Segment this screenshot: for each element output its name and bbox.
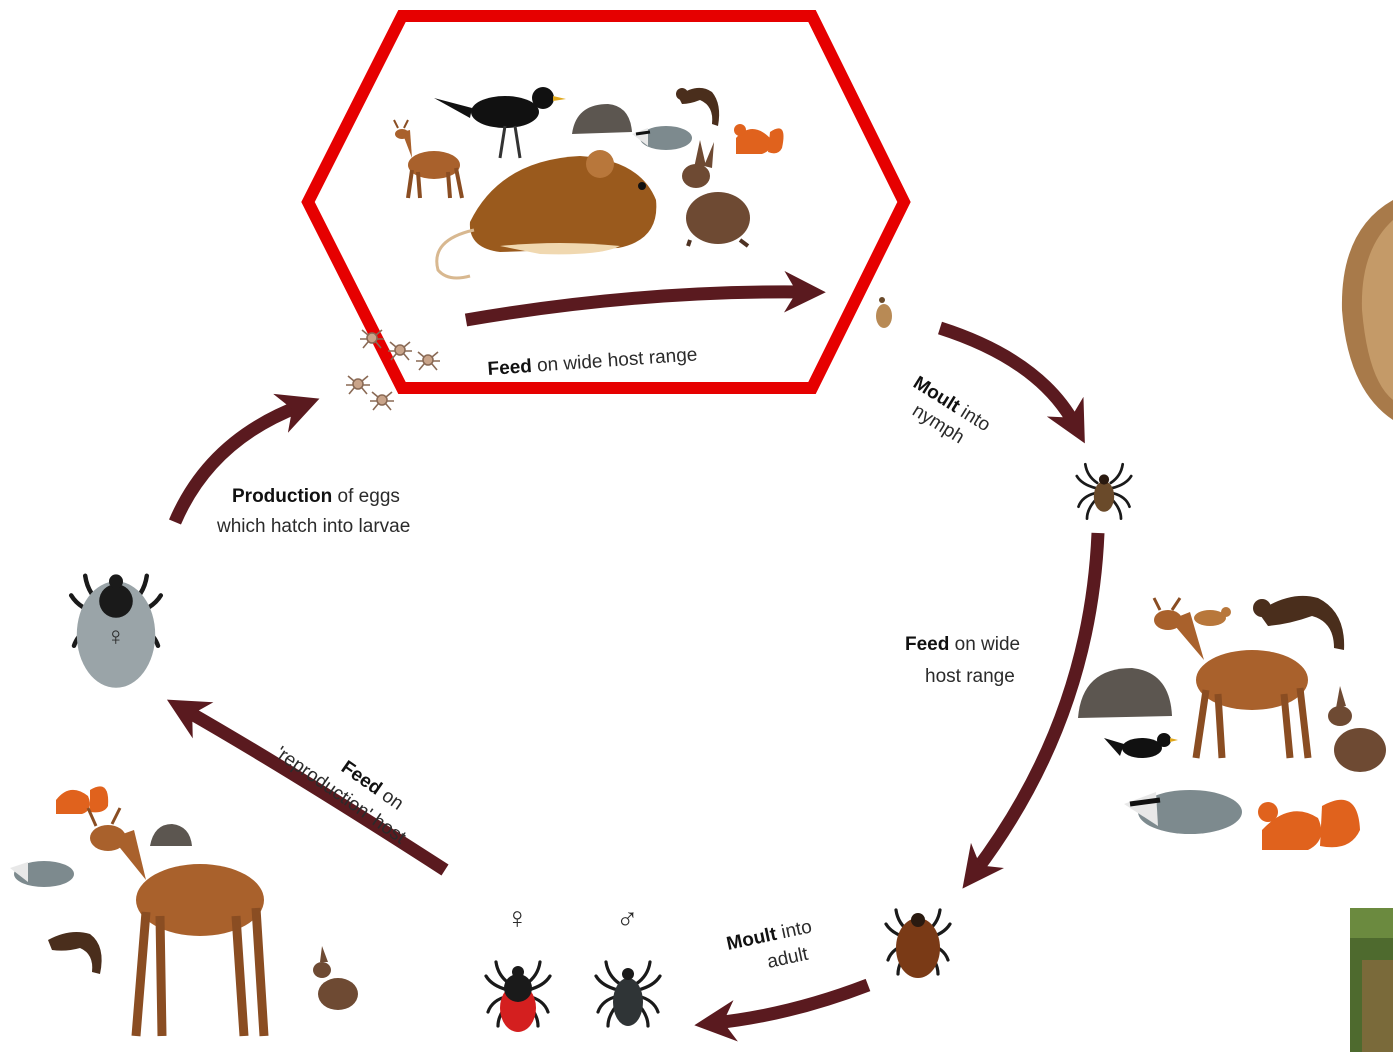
wood-mouse-icon [437,150,657,278]
hedgehog-icon [150,824,192,846]
arrow-moult-into-adult [715,985,868,1023]
adult-hosts-group [10,786,358,1036]
blackbird-icon [434,87,566,158]
label-feed-nymph-line2: host range [925,666,1015,687]
label-moult-adult: Moult into adult [725,916,819,980]
label-production-line2: which hatch into larvae [216,516,410,537]
cropped-image-fragment-top [1342,200,1393,420]
arrow-nymph-to-adult [975,533,1098,872]
female-tick-symbol: ♀ [106,621,126,651]
hare-icon [682,140,750,246]
hare-icon [1328,686,1386,772]
badger-icon [10,861,74,887]
pine-marten-icon [676,88,719,126]
badger-icon [632,126,692,150]
wood-mouse-small-icon [1194,607,1231,626]
label-moult-adult-rest: into [774,916,814,944]
squirrel-icon [1258,800,1360,850]
nymph-hosts-group [1078,596,1386,850]
badger-icon [1124,790,1242,834]
svg-text:Production of eggs: Production of eggs [232,486,400,507]
adult-female-tick-icon [486,962,550,1032]
female-symbol: ♀ [506,902,529,935]
adult-male-tick-icon [596,962,660,1026]
squirrel-icon [734,124,784,154]
blackbird-icon [1104,733,1178,758]
label-moult-nymph: Moult into nymph [897,372,994,456]
pine-marten-icon [48,932,102,974]
label-production-rest: of eggs [332,486,400,507]
hedgehog-icon [572,104,632,134]
engorged-nymph-tick-icon [886,910,950,978]
deer-icon [394,120,462,198]
label-moult-adult-line2: adult [765,944,810,973]
squirrel-icon [56,786,108,814]
arrow-larvae-to-nymph [466,292,805,320]
label-feed-nymph-bold: Feed [905,634,949,655]
label-feed-larvae-bold: Feed [487,356,533,380]
pine-marten-icon [1253,596,1344,650]
label-production: Production of eggs which hatch into larv… [216,486,410,537]
label-feed-nymph-rest: on wide [949,634,1020,655]
nymph-tick-icon [1077,464,1131,518]
svg-text:Feed on wide: Feed on wide [905,634,1020,655]
male-symbol: ♂ [616,902,639,935]
label-feed-larvae: Feed on wide host range [487,344,698,380]
label-production-bold: Production [232,486,332,507]
label-feed-larvae-rest: on wide host range [531,344,698,377]
engorged-larva-icon [876,297,892,328]
hedgehog-icon [1078,668,1172,718]
label-feed-adult: Feed on 'reproduction' host [271,721,425,848]
hare-icon [313,946,358,1010]
cropped-image-fragment-bottom [1350,908,1393,1052]
label-feed-nymph: Feed on wide host range [905,634,1020,687]
